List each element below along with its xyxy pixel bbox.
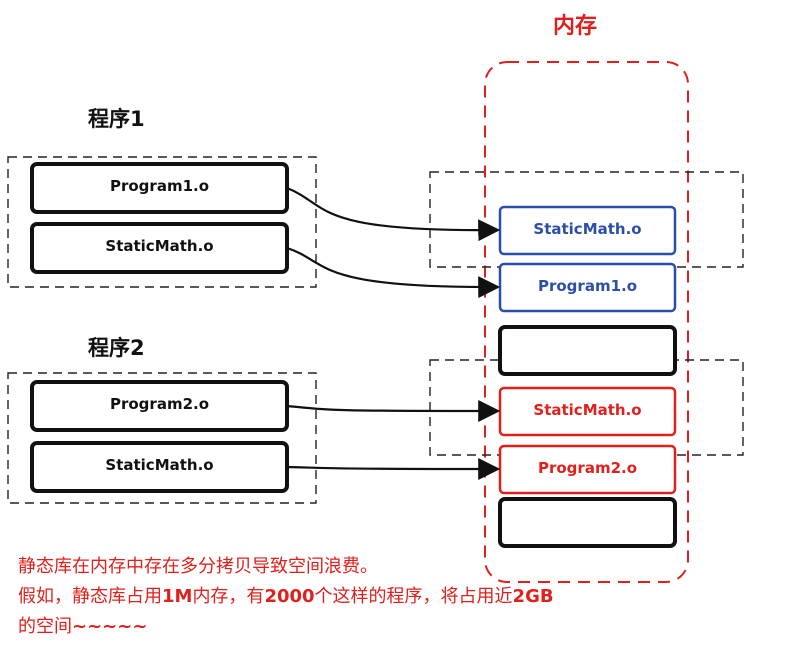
memory-block-label-2: Program1.o: [537, 277, 638, 295]
program2-file-label-1: Program2.o: [109, 395, 210, 413]
caption-line-3: 的空间~~~~~: [18, 616, 148, 637]
program1-file-label-1: Program1.o: [109, 177, 210, 195]
caption: 静态库在内存中存在多分拷贝导致空间浪费。 假如，静态库占用1M内存，有2000个…: [18, 552, 788, 642]
memory-block-label-5: Program2.o: [537, 459, 638, 477]
memory-title: 内存: [553, 14, 598, 39]
program1-file-label-2: StaticMath.o: [105, 237, 214, 255]
memory-static1-group: [429, 171, 744, 268]
caption-line-2: 假如，静态库占用1M内存，有2000个这样的程序，将占用近2GB: [18, 586, 554, 607]
arrow-static1-to-memory: [286, 246, 501, 299]
memory-block-6: [498, 497, 677, 548]
arrow-static2-to-memory: [286, 457, 501, 480]
memory-block-3: [498, 325, 677, 376]
program1-title: 程序1: [88, 107, 145, 131]
program2-group: [7, 372, 317, 504]
memory-region: [484, 61, 689, 583]
caption-line-1: 静态库在内存中存在多分拷贝导致空间浪费。: [18, 556, 378, 577]
arrow-program1-to-memory: [286, 186, 501, 242]
memory-block-label-1: StaticMath.o: [533, 220, 642, 238]
program2-title: 程序2: [88, 336, 145, 360]
program1-group: [7, 156, 317, 288]
memory-block-label-4: StaticMath.o: [533, 401, 642, 419]
program2-file-label-2: StaticMath.o: [105, 456, 214, 474]
arrow-program2-to-memory: [286, 399, 501, 422]
